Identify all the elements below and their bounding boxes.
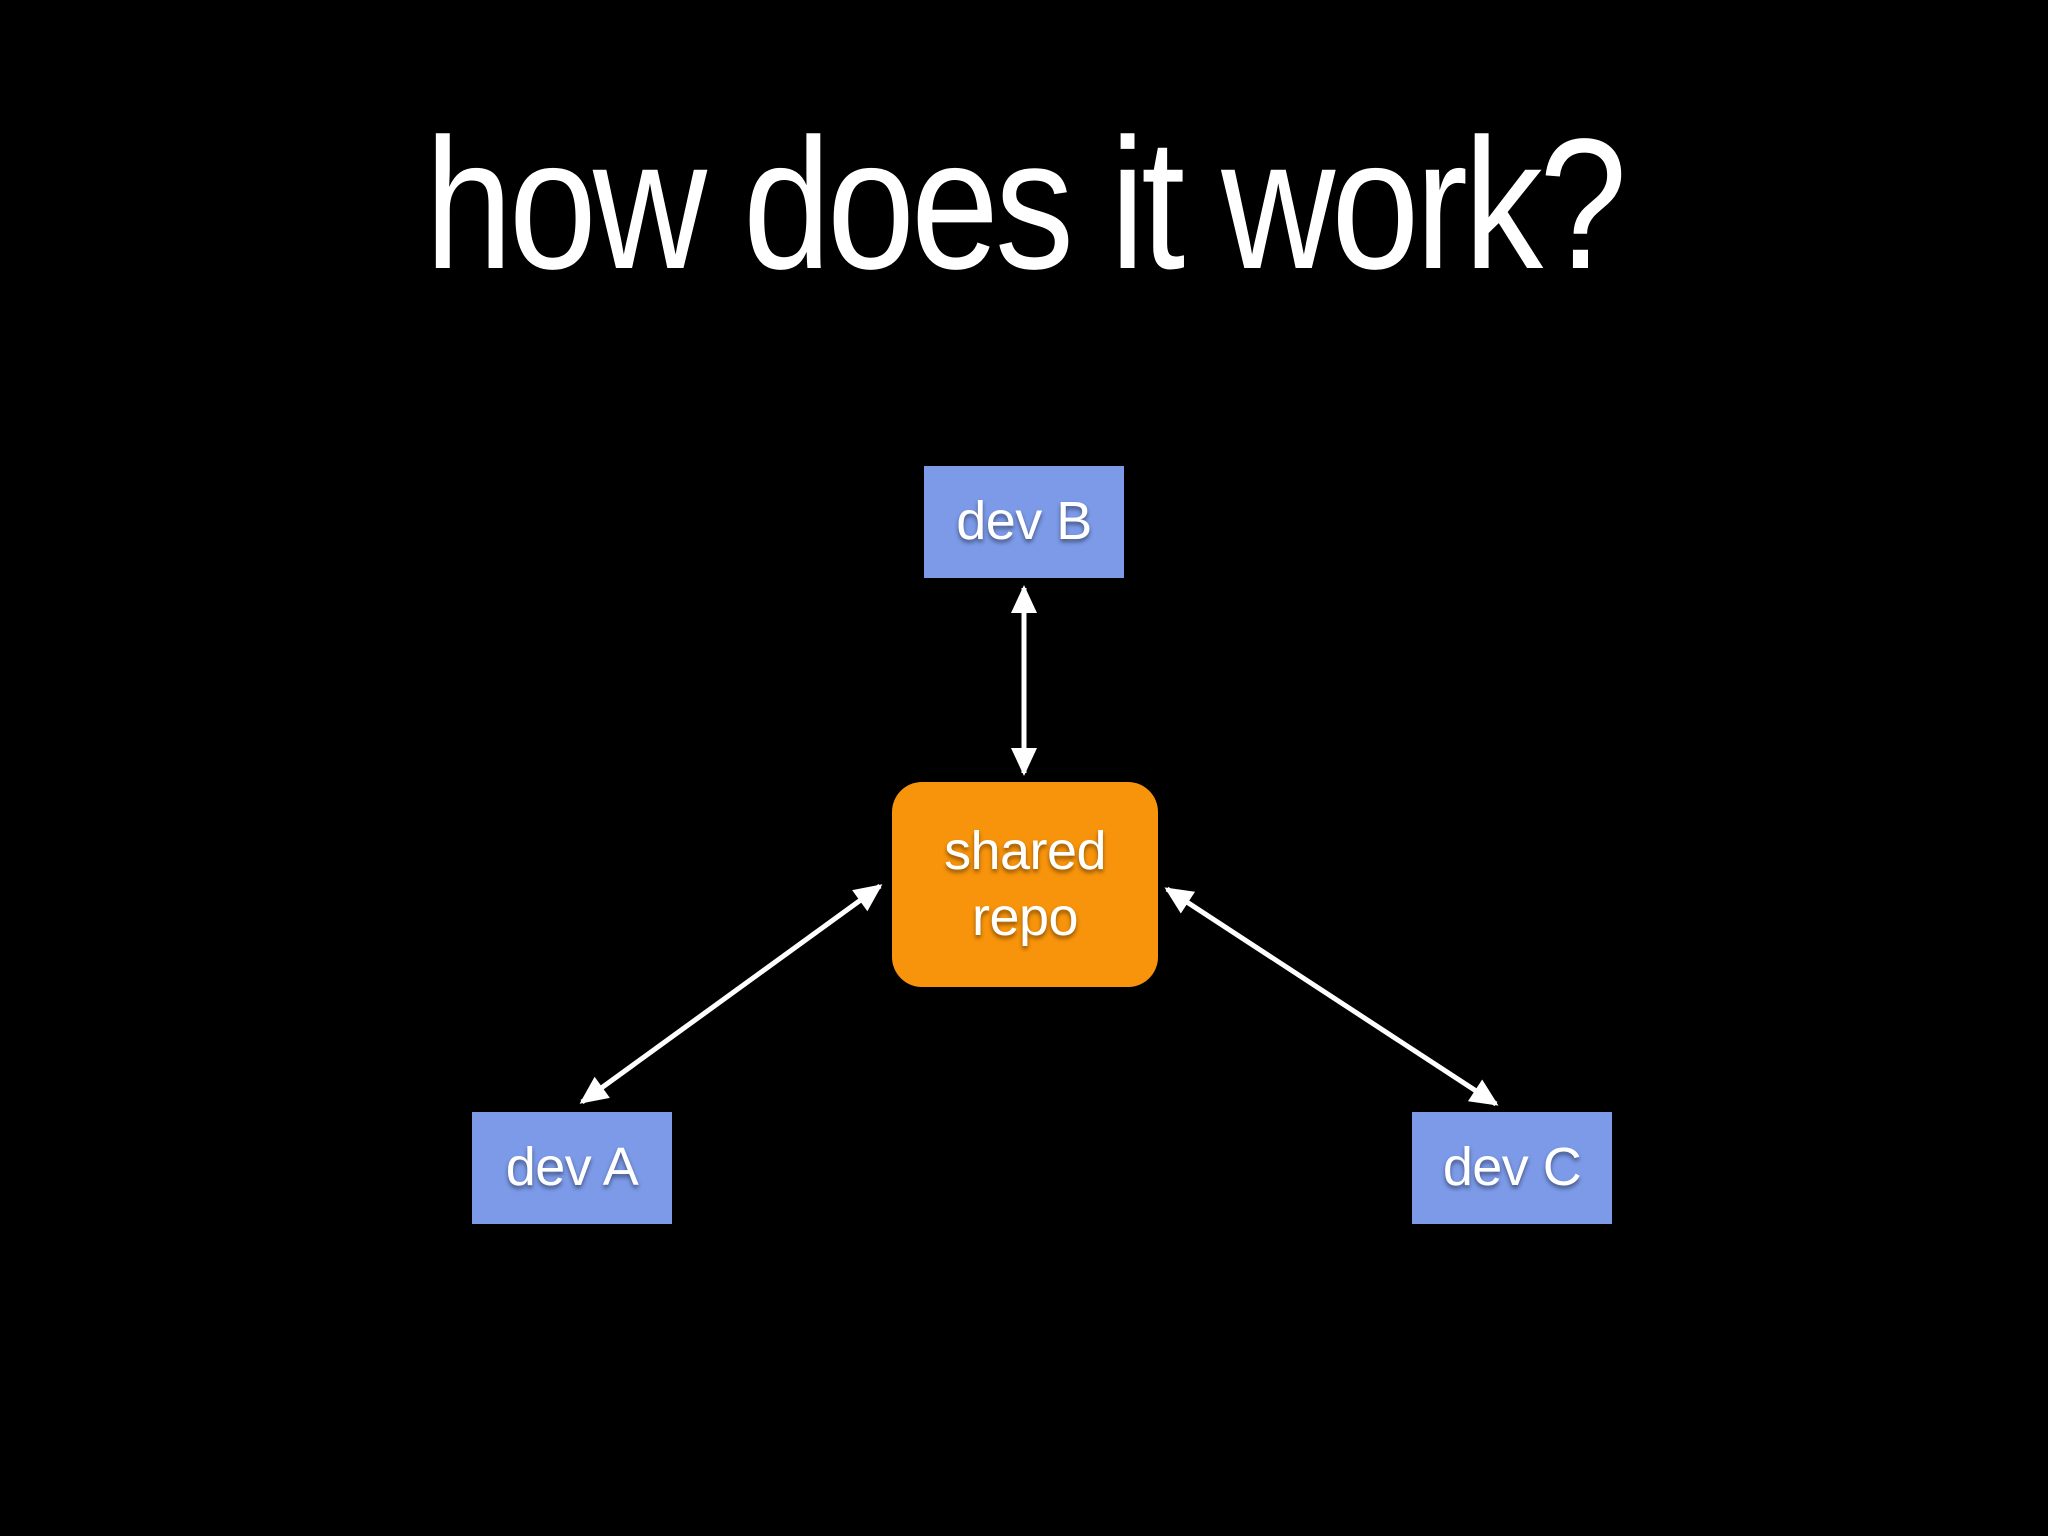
node-dev-b-label: dev B — [956, 491, 1092, 552]
slide-title: how does it work? — [424, 101, 1627, 308]
node-dev-a-label: dev A — [505, 1137, 639, 1198]
node-dev-c-label: dev C — [1442, 1137, 1582, 1198]
node-dev-b: dev B — [924, 466, 1124, 578]
node-shared-repo: shared repo — [892, 782, 1158, 987]
node-shared-repo-label: shared repo — [944, 820, 1106, 947]
node-dev-a: dev A — [472, 1112, 672, 1224]
edge-devA-sharedRepo — [579, 883, 883, 1105]
node-dev-c: dev C — [1412, 1112, 1612, 1224]
edge-devC-sharedRepo — [1164, 886, 1499, 1107]
